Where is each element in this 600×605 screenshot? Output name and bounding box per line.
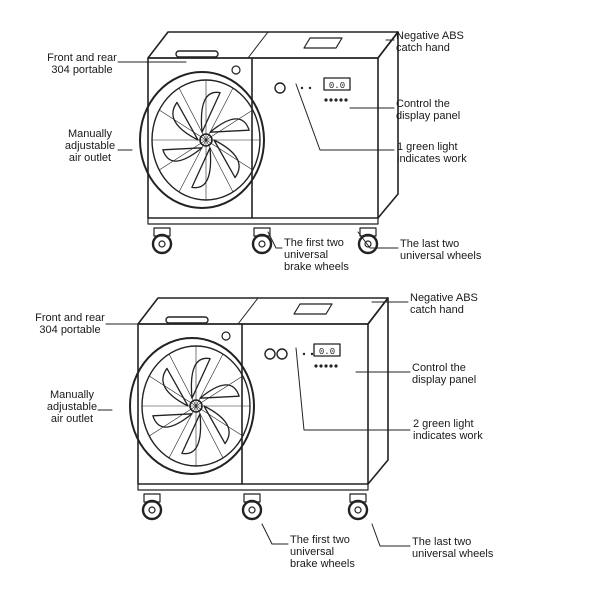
front-wheel-right [251, 227, 273, 255]
panel-button [324, 364, 328, 368]
label-light-top: 1 green light indicates work [397, 141, 467, 165]
catch-hand-panel [293, 303, 333, 315]
label-catch-hand-bottom: Negative ABS catch hand [410, 292, 478, 316]
unit-base [147, 217, 379, 225]
label-portable-top: Front and rear 304 portable [47, 52, 117, 76]
label-first-wheels-top: The first two universal brake wheels [284, 237, 349, 273]
panel-button [334, 98, 338, 102]
display-readout: 0.0 [319, 347, 335, 357]
label-last-wheels-bottom: The last two universal wheels [412, 536, 494, 560]
green-indicator-light [264, 348, 276, 360]
control-display [313, 343, 341, 357]
panel-dot [302, 352, 306, 356]
panel-dot [308, 86, 312, 90]
fan-grille-line [205, 87, 234, 141]
fan-grille-line [148, 375, 197, 407]
label-first-wheels-bottom: The first two universal brake wheels [290, 534, 355, 570]
fan-grille-line [148, 405, 197, 437]
fan-grille-line [195, 353, 224, 407]
panel-button [329, 98, 333, 102]
portable-handle [175, 50, 219, 58]
fan-grille-line [205, 139, 234, 193]
label-panel-top: Control the display panel [396, 98, 461, 122]
portable-handle [165, 316, 209, 324]
heater-unit-1: 0.0 [139, 31, 399, 255]
fan-outer-ring [139, 71, 265, 209]
fan-grille-line [158, 109, 207, 141]
front-wheel-left [151, 227, 173, 255]
display-readout: 0.0 [329, 81, 345, 91]
front-wheel-left [141, 493, 163, 521]
unit-top [147, 31, 399, 59]
panel-button [329, 364, 333, 368]
panel-button [314, 364, 318, 368]
green-indicator-light [274, 82, 286, 94]
unit-top [137, 297, 389, 325]
fan-grille-line [195, 375, 244, 407]
callout-leader-line [261, 523, 289, 545]
fan-outer-ring [129, 337, 255, 475]
label-catch-hand-top: Negative ABS catch hand [396, 30, 464, 54]
panel-button [324, 98, 328, 102]
panel-dot [300, 86, 304, 90]
label-outlet-bottom: Manually adjustable air outlet [46, 389, 98, 425]
panel-button [339, 98, 343, 102]
rear-wheel [347, 493, 369, 521]
fan-grille-line [168, 353, 197, 407]
fan-grille-line [158, 139, 207, 171]
fan-blade [209, 118, 250, 133]
fan-grille-line [205, 109, 254, 141]
unit-base [137, 483, 369, 491]
front-knob [221, 331, 231, 341]
callout-leader-line [357, 231, 399, 249]
unit-side-face [241, 323, 369, 485]
fan-grille-line [178, 87, 207, 141]
label-last-wheels-top: The last two universal wheels [400, 238, 482, 262]
fan-blade [152, 413, 193, 428]
label-portable-bottom: Front and rear 304 portable [35, 312, 105, 336]
catch-hand-panel [303, 37, 343, 49]
fan-hub [189, 399, 203, 413]
control-display [323, 77, 351, 91]
callout-leader-line [295, 83, 395, 151]
panel-dot [310, 352, 314, 356]
label-outlet-top: Manually adjustable air outlet [64, 128, 116, 164]
fan-grille-line [195, 405, 244, 437]
front-knob [231, 65, 241, 75]
heater-unit-2: 0.0 [129, 297, 389, 521]
front-wheel-right [241, 493, 263, 521]
panel-button [344, 98, 348, 102]
unit-back-edge [367, 297, 389, 485]
rear-wheel [357, 227, 379, 255]
unit-back-edge [377, 31, 399, 219]
fan-blade [162, 147, 203, 162]
label-light-bottom: 2 green light indicates work [413, 418, 483, 442]
fan-grille-line [195, 405, 224, 459]
fan-blade [199, 384, 240, 399]
unit-side-face [251, 57, 379, 219]
callout-leader-line [267, 231, 283, 249]
fan-grille-line [178, 139, 207, 193]
callout-leader-line [371, 523, 411, 547]
fan-grille-line [168, 405, 197, 459]
fan-grille-line [205, 139, 254, 171]
green-indicator-light [276, 348, 288, 360]
callout-leader-line [295, 347, 411, 431]
panel-button [334, 364, 338, 368]
label-panel-bottom: Control the display panel [412, 362, 477, 386]
fan-hub [199, 133, 213, 147]
panel-button [319, 364, 323, 368]
